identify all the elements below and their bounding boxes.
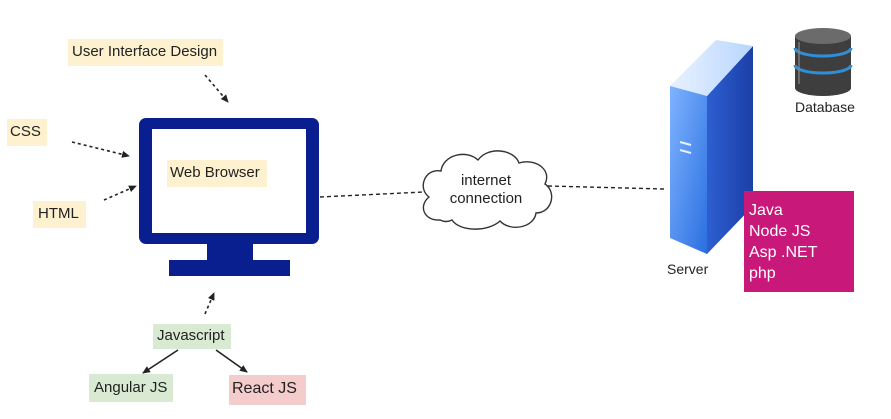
server-stack-item-php: php	[749, 265, 776, 282]
database-icon	[793, 28, 853, 96]
react-js-label: React JS	[229, 375, 306, 405]
cloud-label-line-2: connection	[449, 190, 523, 207]
server-stack-item-java: Java	[749, 202, 783, 219]
database-label: Database	[795, 99, 855, 115]
arrow-css-to-browser	[71, 141, 130, 158]
cloud-label-line-1: internet	[460, 172, 512, 189]
cloud-icon	[422, 150, 553, 230]
user-interface-design-label: User Interface Design	[68, 39, 224, 66]
arrow-ui-design-to-browser	[204, 74, 229, 103]
server-label: Server	[667, 261, 709, 277]
link-cloud-to-server	[547, 185, 665, 190]
arrow-javascript-to-angular	[142, 349, 179, 374]
angular-js-label: Angular JS	[89, 374, 174, 402]
arrow-javascript-to-browser	[204, 292, 215, 315]
server-stack-item-asp-net: Asp .NET	[749, 244, 818, 261]
server-icon	[670, 40, 753, 254]
monitor-icon	[139, 118, 319, 276]
link-browser-to-cloud	[319, 191, 425, 198]
server-stack-item-node-js: Node JS	[749, 223, 811, 240]
html-label: HTML	[33, 201, 86, 228]
css-label: CSS	[7, 119, 47, 146]
arrow-javascript-to-react	[215, 349, 248, 373]
javascript-label: Javascript	[153, 324, 231, 349]
web-browser-label: Web Browser	[167, 160, 267, 187]
arrow-html-to-browser	[103, 185, 137, 201]
server-stack-box: Java Node JS Asp .NET php	[744, 191, 854, 292]
